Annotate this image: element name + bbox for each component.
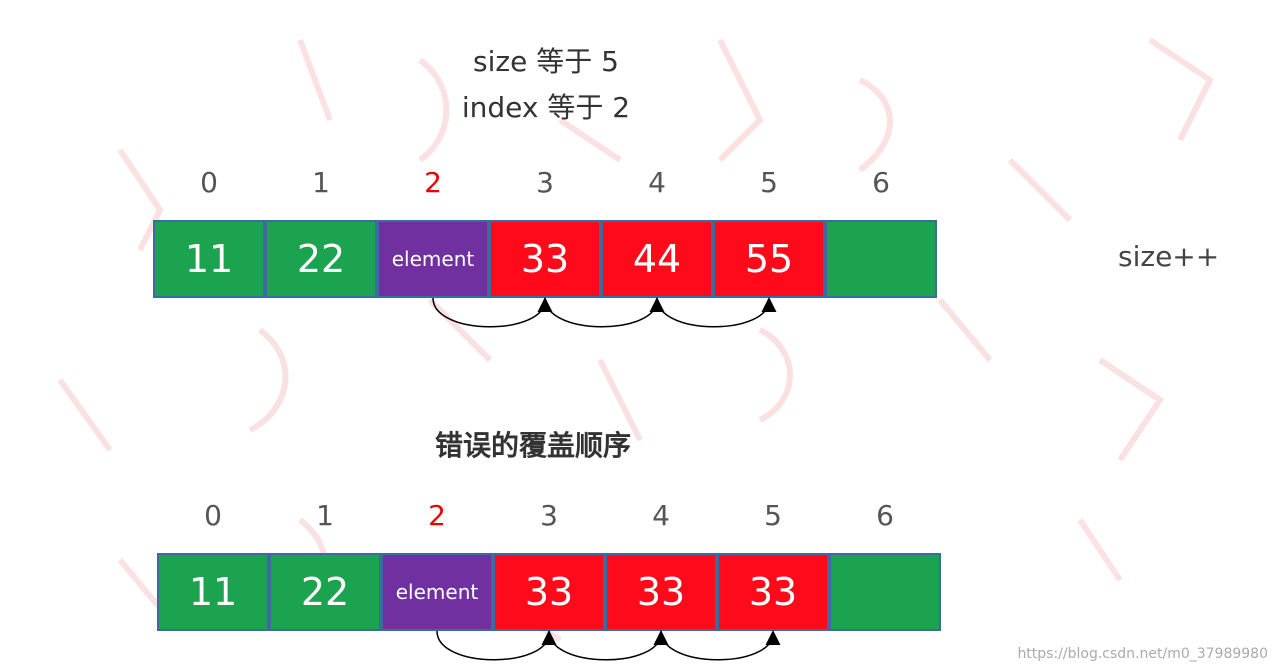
top-index-1: 1 — [312, 166, 330, 199]
wrong-order-title: 错误的覆盖顺序 — [434, 429, 631, 462]
top-index-3: 3 — [536, 166, 554, 199]
top-shift-arrow-4 — [656, 297, 777, 328]
top-shift-arrow-2 — [432, 297, 553, 328]
top-index-5: 5 — [760, 166, 778, 199]
source-url: https://blog.csdn.net/m0_37989980 — [1017, 646, 1268, 662]
bottom-index-3: 3 — [540, 499, 558, 532]
bottom-cell-4: 33 — [605, 553, 717, 631]
top-cell-2: element — [377, 220, 489, 298]
bottom-index-6: 6 — [876, 499, 894, 532]
top-cell-1: 22 — [265, 220, 377, 298]
bottom-index-2: 2 — [428, 499, 446, 532]
bottom-cell-3: 33 — [493, 553, 605, 631]
bottom-index-5: 5 — [764, 499, 782, 532]
bottom-cell-1: 22 — [269, 553, 381, 631]
top-cell-3: 33 — [489, 220, 601, 298]
bottom-cell-2: element — [381, 553, 493, 631]
top-cell-5: 55 — [713, 220, 825, 298]
top-cell-4: 44 — [601, 220, 713, 298]
bottom-cell-6 — [829, 553, 941, 631]
top-cell-0: 11 — [153, 220, 265, 298]
top-cell-6 — [825, 220, 937, 298]
bottom-shift-arrow-3 — [548, 630, 669, 661]
index-label: index 等于 2 — [461, 91, 631, 124]
bottom-shift-arrow-2 — [436, 630, 557, 661]
bottom-index-4: 4 — [652, 499, 670, 532]
bottom-index-1: 1 — [316, 499, 334, 532]
bottom-index-0: 0 — [204, 499, 222, 532]
bottom-shift-arrow-4 — [660, 630, 781, 661]
bottom-cell-5: 33 — [717, 553, 829, 631]
bottom-cell-0: 11 — [157, 553, 269, 631]
top-index-4: 4 — [648, 166, 666, 199]
top-index-0: 0 — [200, 166, 218, 199]
top-index-6: 6 — [872, 166, 890, 199]
size-increment-label: size++ — [1118, 240, 1220, 273]
size-label: size 等于 5 — [473, 45, 619, 78]
top-shift-arrow-3 — [544, 297, 665, 328]
top-index-2: 2 — [424, 166, 442, 199]
